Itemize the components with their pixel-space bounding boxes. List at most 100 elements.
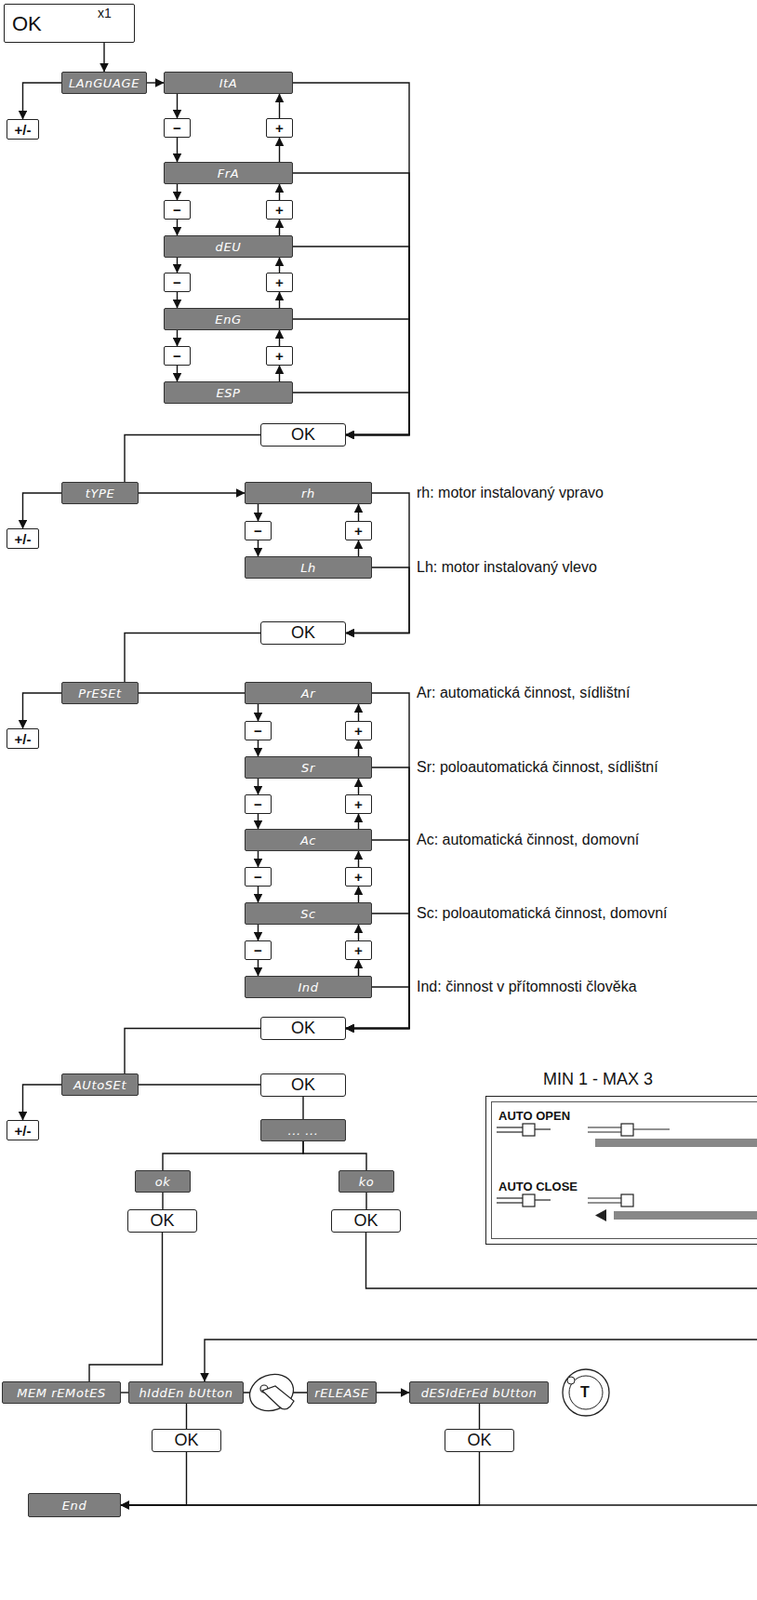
option-description: Sr: poloautomatická činnost, sídlištní [416,757,659,777]
ok-button-box: OK [331,1208,401,1233]
key-text: + [354,522,363,539]
flow-connector [358,740,359,757]
menu-display-box: ESP [163,381,293,404]
display-text: dEU [215,239,242,254]
menu-display-box: hIddEn bUtton [128,1381,244,1404]
plus-minus-key: − [244,866,272,887]
plus-minus-key: +/- [6,528,40,549]
ok-button-box: OK [260,423,346,447]
flow-connector [204,1232,757,1382]
flow-connector [23,492,63,529]
flow-connector [358,540,359,557]
button-text: OK [291,623,316,643]
flow-connector [124,435,261,483]
flow-connector [278,365,280,382]
menu-display-box: Ac [244,828,372,851]
plus-minus-key: + [265,118,293,138]
flow-connector [120,1451,480,1505]
key-text: + [275,274,284,291]
flow-connector [478,1403,480,1429]
remote-hidden-button-icon [244,1367,299,1417]
menu-display-box: rELEASE [306,1381,377,1404]
plus-minus-key: + [345,794,372,814]
plus-minus-key: + [345,866,372,887]
plus-minus-key: − [244,940,272,960]
flow-connector [292,82,410,436]
display-text: ... ... [287,1123,319,1138]
button-text: OK [291,1075,316,1095]
flow-connector [257,924,259,941]
key-text: +/- [14,1122,32,1139]
option-description: rh: motor instalovaný vpravo [416,483,604,503]
button-text: OK [173,1430,199,1450]
key-text: +/- [14,121,32,138]
menu-display-box: Ar [244,681,372,704]
flow-connector [138,691,245,693]
flow-connector [302,1096,304,1119]
display-text: EnG [214,312,241,327]
option-description: Ac: automatická činnost, domovní [416,830,639,850]
remote-button-letter: T [580,1382,590,1402]
flow-connector [124,633,261,683]
flow-connector [176,292,178,308]
flow-connector [257,540,259,557]
flow-connector [292,172,410,436]
flow-connector [23,692,63,729]
flow-connector [278,137,280,162]
display-text: hIddEn bUtton [138,1385,233,1400]
plus-minus-key: + [265,345,293,366]
ok-button-box: OK [127,1208,198,1233]
menu-display-box: ... ... [260,1118,346,1142]
display-text: PrESEt [78,686,122,701]
display-text: ok [155,1174,172,1189]
display-text: dESIdErEd bUtton [421,1385,538,1400]
flow-connector [358,850,359,867]
display-text: FrA [217,166,240,181]
flow-connector [278,330,280,346]
flow-connector [257,504,259,521]
menu-display-box: dEU [163,235,293,258]
flow-connector [345,839,410,1029]
flow-connector [185,1403,187,1429]
connector-group [23,42,757,1505]
menu-display-box: tYPE [61,481,139,505]
plus-minus-key: +/- [6,119,40,140]
flow-connector [358,924,359,941]
plus-minus-key: − [163,118,191,138]
display-text: MEM rEMotES [16,1385,107,1400]
option-description: Sc: poloautomatická činnost, domovní [416,903,667,923]
ok-button-box: OK [260,1016,346,1040]
flow-connector [138,491,245,493]
flow-connector [257,886,259,903]
plus-minus-key: + [265,199,293,220]
display-text: ko [358,1174,375,1189]
display-text: LAnGUAGE [68,76,140,91]
menu-display-box: End [27,1492,121,1517]
flow-connector [103,42,105,72]
key-text: − [172,119,182,136]
flow-connector [358,778,359,795]
menu-display-box: MEM rEMotES [1,1381,121,1404]
plus-minus-key: + [345,720,372,741]
flow-connector [89,1232,163,1382]
flow-connector [176,93,178,119]
flow-connector [120,1451,187,1505]
display-text: Ac [300,833,317,848]
flow-connector [365,1192,367,1209]
key-text: + [354,722,363,739]
flow-connector [358,959,359,976]
flow-connector [257,703,259,721]
flow-connector [257,959,259,976]
button-text: OK [466,1430,492,1450]
flow-connector [23,1084,63,1120]
flow-connector [376,1391,410,1393]
option-description: Ar: automatická činnost, sídlištní [416,683,630,703]
key-text: +/- [14,730,32,747]
plus-minus-key: +/- [6,1119,40,1141]
plus-minus-key: + [265,272,293,293]
menu-display-box: PrESEt [61,681,139,704]
flow-connector [176,365,178,382]
